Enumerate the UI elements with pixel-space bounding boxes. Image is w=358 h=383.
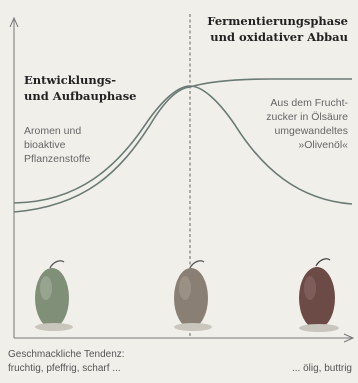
left-annotation: Aromen und bioaktive Pflanzenstoffe (24, 124, 90, 166)
phase-right-heading-line: Fermentierungsphase (207, 14, 348, 28)
left-annotation-line: Pflanzenstoffe (24, 153, 91, 165)
right-annotation-line: »Olivenöl« (298, 139, 348, 151)
left-annotation-line: bioaktive (24, 139, 66, 151)
phase-right-heading-line: und oxidativer Abbau (210, 30, 348, 44)
right-annotation-line: zucker in Ölsäure (266, 111, 348, 123)
right-annotation-line: umgewandeltes (274, 125, 348, 137)
olive-half-ripe-icon (174, 260, 212, 331)
x-axis-arrow (343, 333, 355, 343)
oil-curve (13, 78, 352, 213)
phase-left-heading-line: Entwicklungs- (24, 73, 117, 87)
phase-left-heading-line: und Aufbauphase (24, 89, 137, 103)
phase-left-heading: Entwicklungs- und Aufbauphase (24, 72, 137, 104)
right-annotation: Aus dem Frucht- zucker in Ölsäure umgewa… (266, 96, 348, 152)
aroma-curve (13, 85, 353, 205)
caption-left-line: fruchtig, pfeffrig, scharf ... (8, 363, 121, 374)
right-annotation-line: Aus dem Frucht- (270, 97, 348, 109)
caption-left-line: Geschmackliche Tendenz: (8, 349, 125, 360)
caption-right-line: ... ölig, buttrig (291, 363, 352, 374)
left-annotation-line: Aromen und (24, 125, 82, 137)
caption-right: ... ölig, buttrig (292, 362, 352, 376)
y-axis-arrow (9, 16, 19, 28)
olive-ripe-icon (299, 258, 339, 332)
caption-left: Geschmackliche Tendenz: fruchtig, pfeffr… (8, 348, 125, 376)
olive-green-icon (35, 260, 73, 331)
phase-right-heading: Fermentierungsphase und oxidativer Abbau (207, 13, 348, 45)
